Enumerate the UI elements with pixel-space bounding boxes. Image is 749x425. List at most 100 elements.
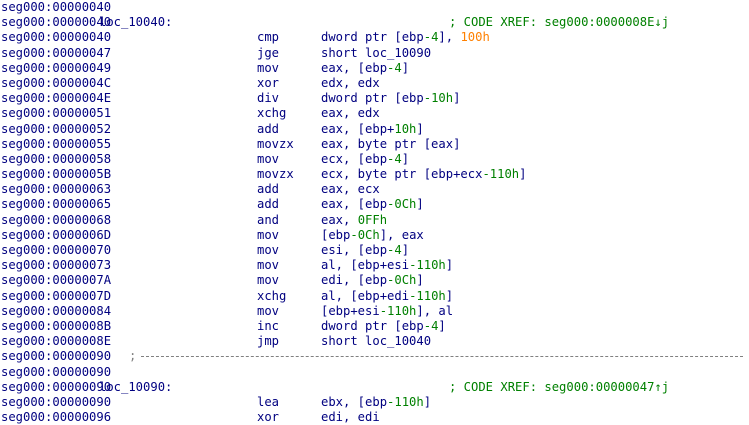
instruction-operands[interactable]: al, [ebp+edi-110h] bbox=[321, 289, 453, 304]
instruction-mnemonic[interactable]: add bbox=[257, 197, 280, 212]
instruction-mnemonic[interactable]: jmp bbox=[257, 334, 280, 349]
listing-line[interactable]: seg000:00000090 lea ebx, [ebp-110h] bbox=[1, 395, 749, 410]
address[interactable]: seg000:00000040 bbox=[1, 15, 112, 30]
listing-line[interactable]: seg000:00000065 add eax, [ebp-0Ch] bbox=[1, 197, 749, 212]
instruction-operands[interactable]: edx, edx bbox=[321, 76, 380, 91]
address[interactable]: seg000:00000084 bbox=[1, 303, 112, 318]
address[interactable]: seg000:00000052 bbox=[1, 121, 112, 136]
instruction-mnemonic[interactable]: mov bbox=[257, 60, 280, 75]
instruction-mnemonic[interactable]: movzx bbox=[257, 167, 294, 182]
address[interactable]: seg000:00000073 bbox=[1, 258, 112, 273]
address[interactable]: seg000:00000068 bbox=[1, 212, 112, 227]
instruction-operands[interactable]: short loc_10090 bbox=[321, 46, 431, 61]
address[interactable]: seg000:00000065 bbox=[1, 197, 112, 212]
instruction-mnemonic[interactable]: mov bbox=[257, 273, 280, 288]
listing-line[interactable]: seg000:0000008E jmp short loc_10040 bbox=[1, 334, 749, 349]
address[interactable]: seg000:0000004E bbox=[1, 91, 112, 106]
instruction-operands[interactable]: edi, edi bbox=[321, 410, 380, 425]
instruction-operands[interactable]: dword ptr [ebp-4], 100h bbox=[321, 30, 490, 45]
listing-line[interactable]: seg000:0000007D xchg al, [ebp+edi-110h] bbox=[1, 289, 749, 304]
instruction-mnemonic[interactable]: mov bbox=[257, 303, 280, 318]
instruction-mnemonic[interactable]: jge bbox=[257, 45, 280, 60]
address[interactable]: seg000:00000047 bbox=[1, 45, 112, 60]
listing-line[interactable]: seg000:00000090 bbox=[1, 365, 749, 380]
instruction-mnemonic[interactable]: and bbox=[257, 212, 280, 227]
instruction-operands[interactable]: ecx, [ebp-4] bbox=[321, 152, 409, 167]
listing-line[interactable]: seg000:00000090; bbox=[1, 349, 749, 364]
listing-line[interactable]: seg000:00000052 add eax, [ebp+10h] bbox=[1, 122, 749, 137]
instruction-operands[interactable]: esi, [ebp-4] bbox=[321, 243, 409, 258]
address[interactable]: seg000:00000051 bbox=[1, 106, 112, 121]
address[interactable]: seg000:00000090 bbox=[1, 349, 112, 364]
instruction-mnemonic[interactable]: lea bbox=[257, 394, 280, 409]
listing-line[interactable]: seg000:00000040 bbox=[1, 0, 749, 15]
instruction-operands[interactable]: dword ptr [ebp-10h] bbox=[321, 91, 460, 106]
address[interactable]: seg000:00000040 bbox=[1, 30, 112, 45]
instruction-operands[interactable]: eax, edx bbox=[321, 106, 380, 121]
xref-comment[interactable]: ; CODE XREF: seg000:00000047↑j bbox=[449, 379, 670, 394]
address[interactable]: seg000:00000055 bbox=[1, 136, 112, 151]
instruction-operands[interactable]: eax, 0FFh bbox=[321, 213, 387, 228]
address[interactable]: seg000:00000070 bbox=[1, 243, 112, 257]
listing-line[interactable]: seg000:0000004C xor edx, edx bbox=[1, 76, 749, 91]
address[interactable]: seg000:0000008B bbox=[1, 318, 112, 333]
instruction-mnemonic[interactable]: mov bbox=[257, 227, 280, 242]
instruction-mnemonic[interactable]: add bbox=[257, 121, 280, 136]
listing-line[interactable]: seg000:00000084 mov [ebp+esi-110h], al bbox=[1, 304, 749, 319]
instruction-mnemonic[interactable]: inc bbox=[257, 318, 280, 333]
instruction-mnemonic[interactable]: xchg bbox=[257, 288, 287, 303]
instruction-mnemonic[interactable]: cmp bbox=[257, 30, 280, 45]
listing-line[interactable]: seg000:00000047 jge short loc_10090 bbox=[1, 46, 749, 61]
address[interactable]: seg000:00000090 bbox=[1, 394, 112, 409]
instruction-operands[interactable]: eax, [ebp+10h] bbox=[321, 122, 424, 137]
instruction-operands[interactable]: ecx, byte ptr [ebp+ecx-110h] bbox=[321, 167, 526, 182]
instruction-operands[interactable]: eax, [ebp-0Ch] bbox=[321, 197, 424, 212]
address[interactable]: seg000:0000008E bbox=[1, 334, 112, 349]
address[interactable]: seg000:0000006D bbox=[1, 227, 112, 242]
instruction-mnemonic[interactable]: mov bbox=[257, 151, 280, 166]
code-label[interactable]: loc_10090: bbox=[99, 379, 173, 394]
instruction-mnemonic[interactable]: xor bbox=[257, 75, 280, 90]
listing-line[interactable]: seg000:0000005B movzx ecx, byte ptr [ebp+e… bbox=[1, 167, 749, 182]
instruction-operands[interactable]: eax, byte ptr [eax] bbox=[321, 137, 460, 152]
instruction-mnemonic[interactable]: movzx bbox=[257, 136, 294, 151]
address[interactable]: seg000:0000004C bbox=[1, 75, 112, 90]
xref-comment[interactable]: ; CODE XREF: seg000:0000008E↓j bbox=[449, 15, 670, 30]
listing-line[interactable]: seg000:00000063 add eax, ecx bbox=[1, 182, 749, 197]
address[interactable]: seg000:0000007D bbox=[1, 288, 112, 303]
code-label[interactable]: loc_10040: bbox=[99, 15, 173, 30]
instruction-operands[interactable]: [ebp+esi-110h], al bbox=[321, 304, 453, 319]
instruction-operands[interactable]: short loc_10040 bbox=[321, 334, 431, 349]
instruction-mnemonic[interactable]: div bbox=[257, 91, 280, 106]
address[interactable]: seg000:00000058 bbox=[1, 151, 112, 166]
listing-line[interactable]: seg000:00000058 mov ecx, [ebp-4] bbox=[1, 152, 749, 167]
address[interactable]: seg000:0000007A bbox=[1, 273, 112, 288]
instruction-mnemonic[interactable]: xor bbox=[257, 410, 280, 425]
address[interactable]: seg000:00000090 bbox=[1, 379, 112, 394]
address[interactable]: seg000:0000005B bbox=[1, 167, 112, 182]
instruction-operands[interactable]: eax, ecx bbox=[321, 182, 380, 197]
listing-line[interactable]: seg000:0000004E div dword ptr [ebp-10h] bbox=[1, 91, 749, 106]
address[interactable]: seg000:00000090 bbox=[1, 364, 112, 379]
listing-line[interactable]: seg000:00000040 cmp dword ptr [ebp-4], 100… bbox=[1, 30, 749, 45]
address[interactable]: seg000:00000063 bbox=[1, 182, 112, 197]
listing-line[interactable]: seg000:0000006D mov [ebp-0Ch], eax bbox=[1, 228, 749, 243]
address[interactable]: seg000:00000040 bbox=[1, 0, 112, 14]
instruction-operands[interactable]: al, [ebp+esi-110h] bbox=[321, 258, 453, 273]
instruction-mnemonic[interactable]: add bbox=[257, 182, 280, 197]
listing-line[interactable]: seg000:00000068 and eax, 0FFh bbox=[1, 213, 749, 228]
listing-line[interactable]: seg000:00000055 movzx eax, byte ptr [eax] bbox=[1, 137, 749, 152]
instruction-operands[interactable]: eax, [ebp-4] bbox=[321, 61, 409, 76]
instruction-operands[interactable]: ebx, [ebp-110h] bbox=[321, 395, 431, 410]
instruction-operands[interactable]: [ebp-0Ch], eax bbox=[321, 228, 424, 243]
